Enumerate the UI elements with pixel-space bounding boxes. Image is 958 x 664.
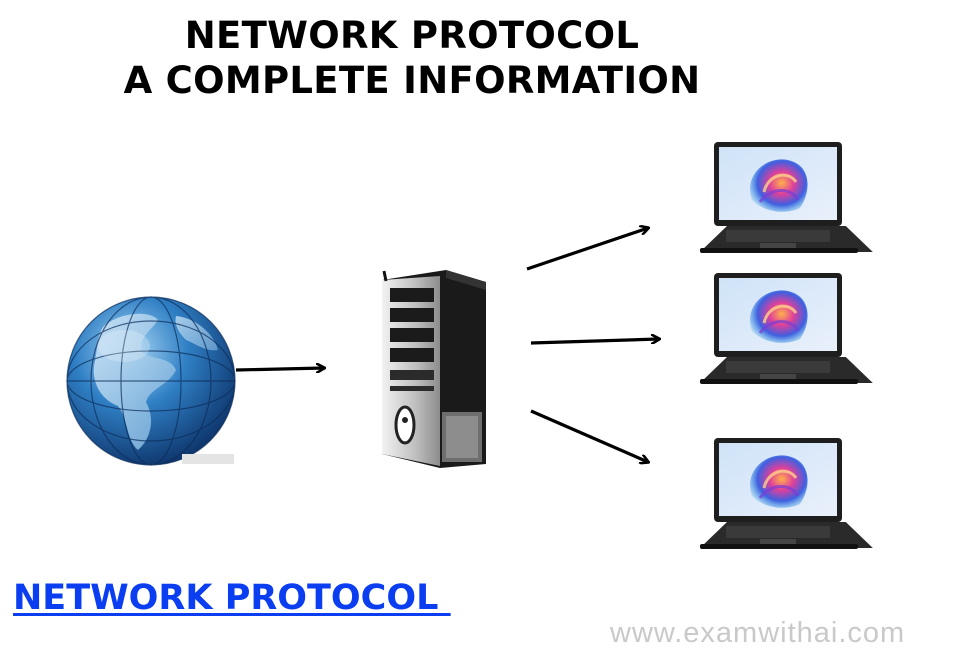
arrow-server-to-laptop-3 bbox=[530, 409, 648, 462]
website-watermark: www.examwithai.com bbox=[610, 617, 906, 649]
laptop-icon bbox=[698, 271, 875, 386]
connection-arrows bbox=[235, 228, 659, 462]
laptop-icon bbox=[698, 436, 875, 551]
laptop-icon bbox=[698, 140, 875, 255]
arrow-server-to-laptop-2 bbox=[530, 339, 659, 345]
network-protocol-link[interactable]: NETWORK PROTOCOL bbox=[13, 578, 451, 618]
title-line-2: A COMPLETE INFORMATION bbox=[123, 59, 701, 102]
arrow-globe-to-server bbox=[235, 368, 324, 370]
arrow-server-to-laptop-1 bbox=[526, 228, 648, 271]
server-tower-icon bbox=[382, 270, 486, 468]
title-line-1: NETWORK PROTOCOL bbox=[184, 14, 640, 57]
globe-icon bbox=[66, 296, 236, 466]
